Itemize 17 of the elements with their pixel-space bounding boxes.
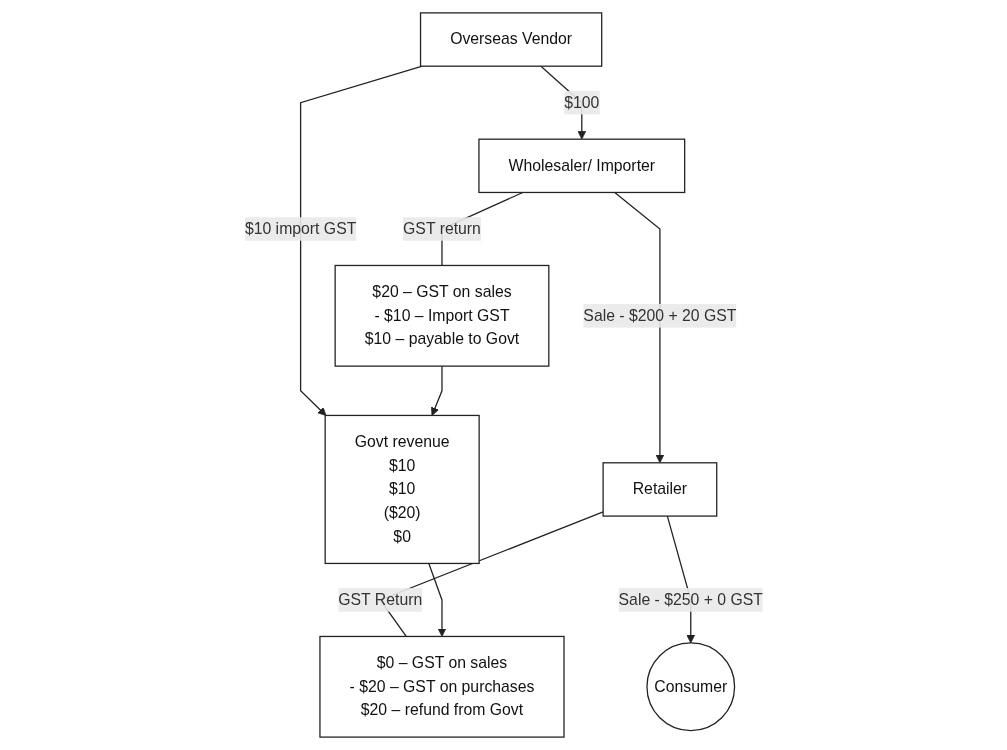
edge-label: Sale - $250 + 0 GST	[618, 591, 763, 608]
node-box: Govt revenue $10 $10 ($20) $0	[324, 414, 480, 565]
arrow	[299, 65, 423, 416]
node-box: $20 – GST on sales - $10 – Import GST $10 – payable to Govt	[334, 264, 550, 367]
edge-label: GST return	[402, 220, 481, 237]
node-circle: Consumer	[645, 642, 735, 732]
node-box: Retailer	[602, 462, 717, 517]
node-box: Overseas Vendor	[419, 12, 602, 67]
edge-label: Sale - $200 + 20 GST	[582, 306, 737, 324]
edge-label: $10 import GST	[244, 220, 356, 237]
node-box: Wholesaler/ Importer	[477, 138, 685, 194]
arrow	[427, 562, 446, 637]
arrow	[430, 365, 443, 416]
arrow	[613, 191, 664, 464]
edge-label: GST Return	[337, 591, 422, 608]
edge-label: $100	[563, 93, 599, 111]
node-box: $0 – GST on sales - $20 – GST on purchases $20 – refund from Govt	[318, 635, 565, 738]
